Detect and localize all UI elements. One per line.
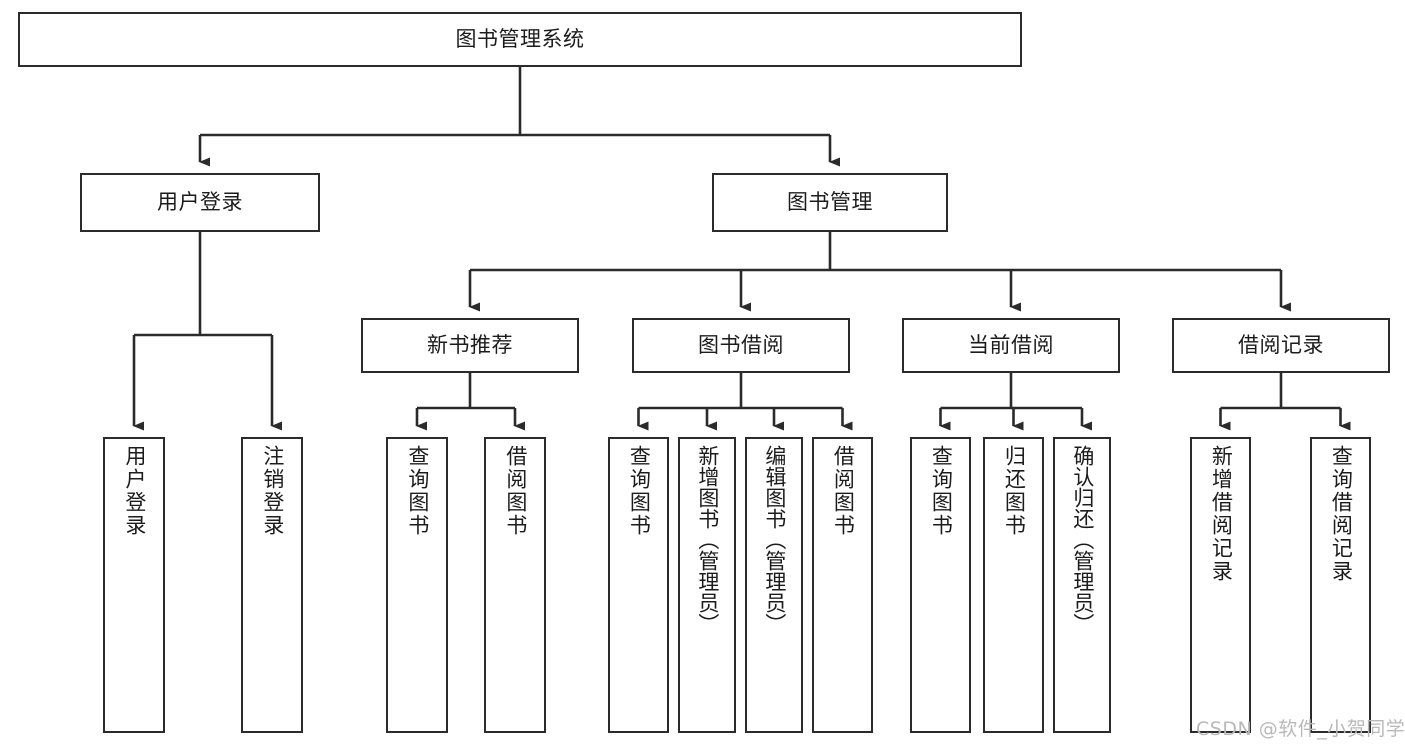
- node-label-leaf-borrow-book: 借阅图书: [831, 445, 856, 537]
- node-label-root: 图书管理系统: [455, 27, 585, 52]
- node-leaf-logout[interactable]: 注销登录: [241, 437, 303, 733]
- node-label-new-book-rec: 新书推荐: [427, 333, 513, 358]
- node-label-leaf-confirm-return: 确认归还（管理员）: [1070, 445, 1095, 634]
- node-label-leaf-query-book-rec: 查询图书: [405, 445, 430, 537]
- node-leaf-confirm-return[interactable]: 确认归还（管理员）: [1053, 437, 1111, 733]
- node-leaf-query-book-borrow[interactable]: 查询图书: [608, 437, 669, 733]
- node-leaf-borrow-book-rec[interactable]: 借阅图书: [484, 437, 546, 733]
- node-label-leaf-return-book: 归还图书: [1002, 445, 1027, 537]
- node-leaf-query-book-rec[interactable]: 查询图书: [386, 437, 448, 733]
- watermark-label: CSDN @软件_小贺同学: [1196, 718, 1405, 740]
- node-label-leaf-add-record: 新增借阅记录: [1209, 445, 1234, 583]
- node-label-leaf-query-record: 查询借阅记录: [1329, 445, 1354, 583]
- node-borrow-record[interactable]: 借阅记录: [1172, 318, 1390, 373]
- node-label-leaf-query-book-borrow: 查询图书: [627, 445, 652, 537]
- node-leaf-query-book-cur[interactable]: 查询图书: [910, 437, 971, 733]
- node-label-book-manage: 图书管理: [787, 190, 873, 215]
- node-label-book-borrow: 图书借阅: [698, 333, 784, 358]
- node-current-borrow[interactable]: 当前借阅: [902, 318, 1120, 373]
- node-book-manage[interactable]: 图书管理: [712, 173, 948, 232]
- node-leaf-query-record[interactable]: 查询借阅记录: [1310, 437, 1371, 733]
- node-leaf-edit-book[interactable]: 编辑图书（管理员）: [745, 437, 803, 733]
- node-root[interactable]: 图书管理系统: [18, 12, 1022, 67]
- node-label-leaf-add-book: 新增图书（管理员）: [695, 445, 720, 634]
- node-leaf-add-record[interactable]: 新增借阅记录: [1190, 437, 1251, 733]
- node-user-login[interactable]: 用户登录: [80, 173, 320, 232]
- node-label-borrow-record: 借阅记录: [1238, 333, 1324, 358]
- node-label-leaf-query-book-cur: 查询图书: [929, 445, 954, 537]
- node-leaf-add-book[interactable]: 新增图书（管理员）: [678, 437, 736, 733]
- node-label-current-borrow: 当前借阅: [968, 333, 1054, 358]
- node-leaf-user-login[interactable]: 用户登录: [103, 437, 165, 733]
- node-label-leaf-user-login: 用户登录: [122, 445, 147, 537]
- node-label-leaf-logout: 注销登录: [260, 445, 285, 537]
- node-label-user-login: 用户登录: [157, 190, 243, 215]
- node-leaf-borrow-book[interactable]: 借阅图书: [812, 437, 873, 733]
- node-label-leaf-borrow-book-rec: 借阅图书: [503, 445, 528, 537]
- node-label-leaf-edit-book: 编辑图书（管理员）: [762, 445, 787, 634]
- node-book-borrow[interactable]: 图书借阅: [632, 318, 850, 373]
- node-leaf-return-book[interactable]: 归还图书: [983, 437, 1044, 733]
- node-new-book-rec[interactable]: 新书推荐: [361, 318, 579, 373]
